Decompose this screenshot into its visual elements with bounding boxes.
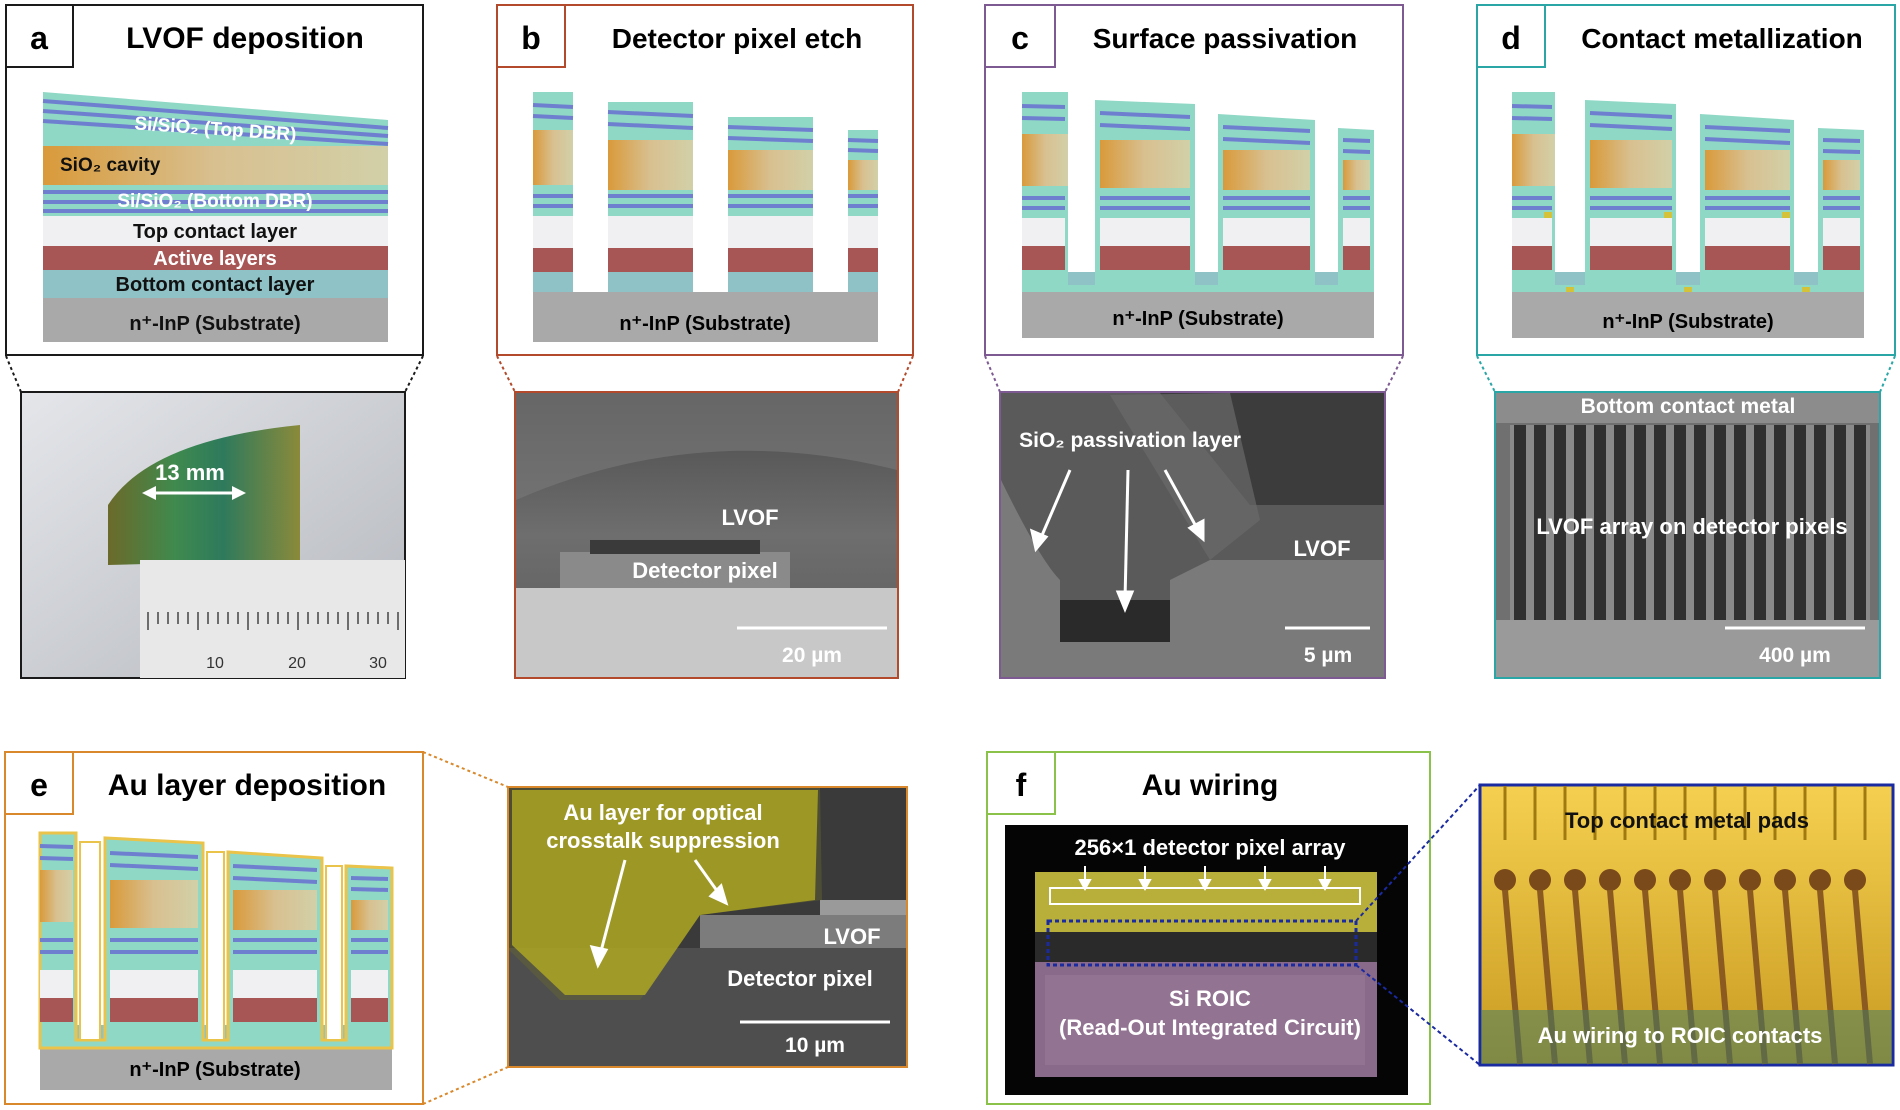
panel-c-substrate: n⁺-InP (Substrate) xyxy=(1112,308,1283,330)
sem-e-au-line1: Au layer for optical xyxy=(563,800,762,825)
sem-e-au-line2: crosstalk suppression xyxy=(546,828,780,853)
zoom-region xyxy=(1046,919,1358,967)
panel-b-title: Detector pixel etch xyxy=(612,23,863,54)
panel-a-letter-box xyxy=(5,4,74,68)
bottom-dbr-label: Si/SiO₂ (Bottom DBR) xyxy=(117,191,312,212)
panel-c: c Surface passivation xyxy=(984,4,1404,679)
panel-b-substrate: n⁺-InP (Substrate) xyxy=(619,313,790,335)
panel-c-title: Surface passivation xyxy=(1093,23,1358,54)
ruler-tick-30: 30 xyxy=(369,655,387,672)
chip-photo xyxy=(1005,825,1408,1095)
sem-image-d xyxy=(1494,391,1881,679)
panel-e-letter: e xyxy=(30,767,48,803)
panel-d-substrate: n⁺-InP (Substrate) xyxy=(1602,311,1773,333)
sem-b-pixel: Detector pixel xyxy=(632,558,778,583)
panel-e: e Au layer deposition xyxy=(4,751,908,1105)
au-layer-arrows xyxy=(589,859,729,969)
panel-f-title: Au wiring xyxy=(1142,769,1279,802)
scale-b: 20 µm xyxy=(782,644,842,667)
panel-a-letter: a xyxy=(30,20,48,56)
roic-full-label: (Read-Out Integrated Circuit) xyxy=(1059,1015,1361,1040)
sem-d-bottom-metal: Bottom contact metal xyxy=(1581,395,1796,418)
au-coated-pillars xyxy=(38,831,394,1090)
top-contact-label: Top contact layer xyxy=(133,221,297,243)
panel-c-letter: c xyxy=(1011,20,1029,56)
panel-d: d Contact metallization xyxy=(1476,4,1896,679)
sem-c-passivation: SiO₂ passivation layer xyxy=(1019,429,1241,452)
zoom-wiring-label: Au wiring to ROIC contacts xyxy=(1538,1023,1823,1048)
panel-d-title: Contact metallization xyxy=(1581,23,1863,54)
sem-image-b xyxy=(514,391,899,679)
sem-b-lvof: LVOF xyxy=(721,505,778,530)
panel-a: a LVOF deposition Si/SiO₂ (Top DBR) SiO₂… xyxy=(5,4,424,679)
etched-pillars xyxy=(532,92,879,342)
array-outline xyxy=(1049,887,1361,905)
wafer-photo: 10 20 30 13 mm xyxy=(20,391,406,679)
chip-array-label: 256×1 detector pixel array xyxy=(1075,835,1347,860)
zoom-pads-label: Top contact metal pads xyxy=(1565,808,1809,833)
passivation-arrows xyxy=(1029,469,1205,613)
cavity-label: SiO₂ cavity xyxy=(60,155,161,176)
layer-stack xyxy=(42,92,389,342)
metallized-pillars xyxy=(1511,92,1864,338)
scale-c: 5 µm xyxy=(1304,644,1352,667)
active-label: Active layers xyxy=(153,248,276,270)
ruler-tick-10: 10 xyxy=(206,655,224,672)
scale-d: 400 µm xyxy=(1759,644,1831,667)
bottom-contact-label: Bottom contact layer xyxy=(116,274,315,296)
panel-b-letter: b xyxy=(521,20,541,56)
panel-b: b Detector pixel etch xyxy=(496,4,914,679)
sem-image-c xyxy=(999,391,1386,679)
sem-d-array: LVOF array on detector pixels xyxy=(1536,514,1847,539)
passivated-pillars xyxy=(1021,92,1374,338)
panel-d-letter: d xyxy=(1501,20,1521,56)
array-arrows xyxy=(1078,866,1332,892)
panel-e-substrate: n⁺-InP (Substrate) xyxy=(129,1059,300,1081)
wafer-dimension: 13 mm xyxy=(155,460,225,485)
roic-label: Si ROIC xyxy=(1169,986,1251,1011)
sem-image-e xyxy=(507,786,908,1068)
sem-e-pixel: Detector pixel xyxy=(727,966,873,991)
zoom-photo xyxy=(1478,783,1895,1067)
panel-f: f Au wiring 256×1 detector pixel array S… xyxy=(986,751,1895,1105)
sem-e-lvof: LVOF xyxy=(823,924,880,949)
panel-e-title: Au layer deposition xyxy=(108,769,386,802)
scale-e: 10 µm xyxy=(785,1034,845,1057)
ruler-tick-20: 20 xyxy=(288,655,306,672)
panel-a-title: LVOF deposition xyxy=(126,22,364,55)
panel-f-letter: f xyxy=(1016,767,1027,803)
substrate-label: n⁺-InP (Substrate) xyxy=(129,313,300,335)
sem-c-lvof: LVOF xyxy=(1293,536,1350,561)
